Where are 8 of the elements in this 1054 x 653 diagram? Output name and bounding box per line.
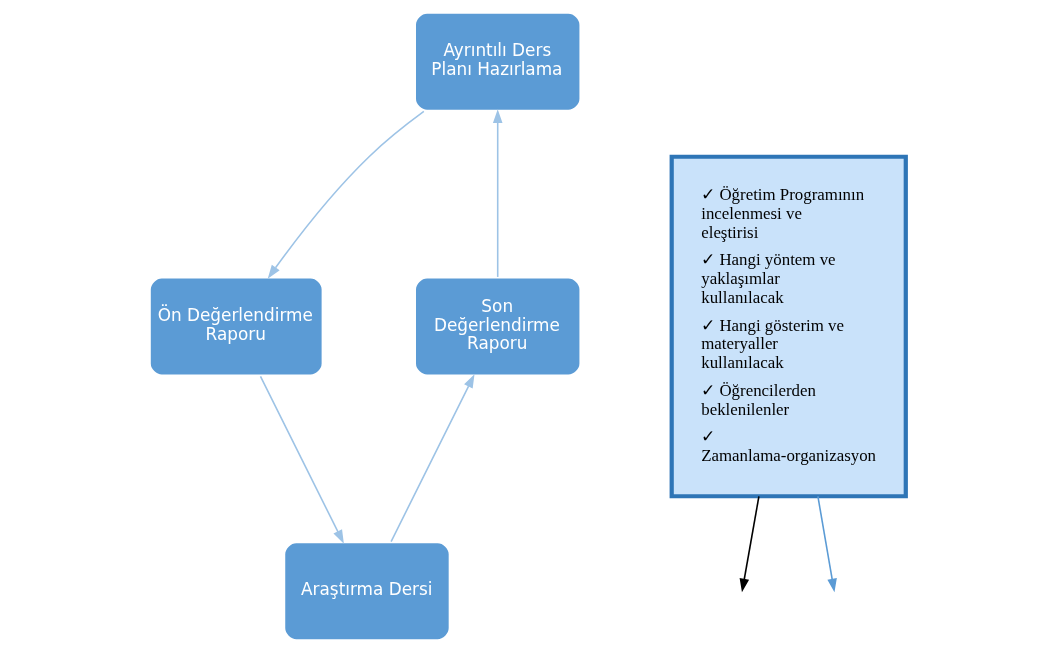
arrow: [267, 110, 425, 279]
arrow: [259, 375, 344, 544]
arrow: [739, 495, 760, 593]
arrow: [389, 374, 474, 543]
arrow: [816, 495, 837, 593]
node-box: ✓ Öğretim Programının incelenmesi ve eleştirisi ✓ Hangi yöntem ve yaklaşımlar kullanılacak ✓ Hangi gösterim ve materyaller kullanılacak ✓ Öğrencilerden beklenilenler ✓ Zamanlama-organizasyon: [669, 154, 908, 499]
node-box: Ön Değerlendirme Raporu: [147, 275, 325, 378]
arrow: [492, 109, 502, 278]
